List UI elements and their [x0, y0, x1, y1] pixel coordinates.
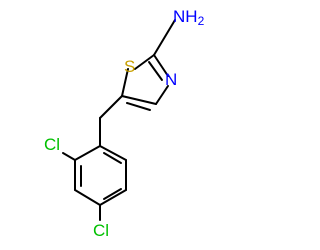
bond-ph-c4-c5	[99, 189, 127, 206]
bond-ph-inner-3	[103, 152, 122, 164]
bond-ph-c2-cl	[62, 152, 76, 161]
bond-ph-inner-2	[103, 188, 122, 200]
bond-c5-ch2	[99, 95, 123, 119]
bond-n3-c4	[155, 85, 169, 105]
chlorine-para-symbol: Cl	[93, 221, 109, 240]
bond-ph-c6-c1	[99, 145, 127, 161]
structure-diagram: NH2 S N Cl Cl	[44, 7, 205, 240]
amine-h-symbol: H	[185, 7, 197, 26]
bond-c4-c5	[121, 95, 157, 105]
amine-n-symbol: N	[173, 7, 185, 26]
molecule-canvas: NH2 S N Cl Cl	[44, 7, 205, 241]
bond-ph-c3-c4	[74, 189, 101, 206]
bond-c4-c5-double	[126, 102, 151, 111]
ring-nitrogen-symbol: N	[165, 70, 177, 89]
bond-c5-s	[121, 68, 129, 97]
chlorine-ortho-label: Cl	[44, 135, 60, 154]
bond-s-c2	[134, 54, 155, 70]
bond-c2-n-amine	[153, 19, 176, 56]
bond-layer	[62, 19, 176, 221]
bond-c2-n3-double	[148, 61, 163, 81]
amine-label: NH2	[173, 7, 205, 28]
bond-ph-c1-c2	[74, 145, 101, 161]
sulfur-label: S	[124, 57, 135, 76]
ring-nitrogen-label: N	[165, 70, 177, 89]
chlorine-ortho-symbol: Cl	[44, 135, 60, 154]
amine-h-count: 2	[198, 14, 205, 28]
atom-label-layer: NH2 S N Cl Cl	[44, 7, 205, 240]
chlorine-para-label: Cl	[93, 221, 109, 240]
bond-c2-n3	[153, 54, 169, 77]
sulfur-symbol: S	[124, 57, 135, 76]
